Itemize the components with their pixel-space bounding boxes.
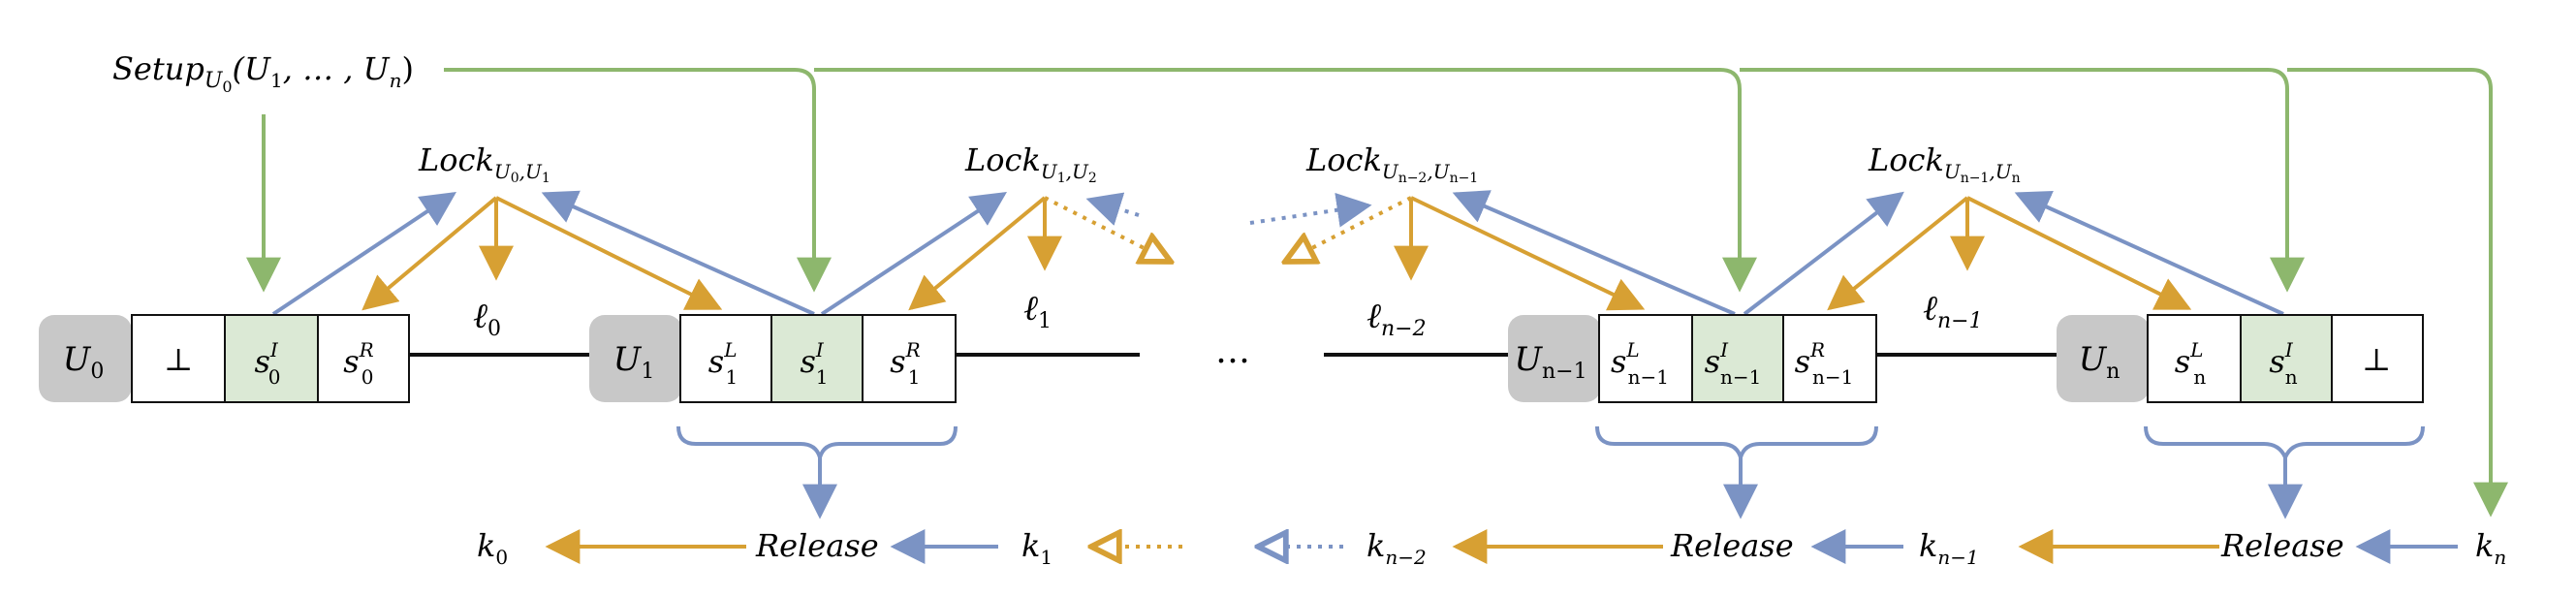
cell-un-1-3 <box>1782 314 1877 403</box>
user-u1-label: U1 <box>613 340 655 384</box>
brace-un-1 <box>1595 425 1878 465</box>
setup-arrows <box>246 68 2508 518</box>
lock-un-2-un-1-label: LockUn−2,Un−1 <box>1305 141 1478 186</box>
release-1-label: Release <box>755 527 879 564</box>
user-un-badge <box>2057 315 2150 402</box>
cell-un-1-1 <box>1598 314 1693 403</box>
lock-input-arrows <box>271 190 2284 316</box>
ell-1-label: ℓ1 <box>1023 289 1052 333</box>
ell-n-1-label: ℓn−1 <box>1923 289 1983 333</box>
lock01-to-s0R-arrow <box>361 196 498 311</box>
s-n-1I-to-lock-n-2-arrow <box>1452 190 1736 316</box>
dotted-into-lock-n-2-arrow <box>1249 192 1372 228</box>
key-k0: k0 <box>477 527 508 569</box>
user-u0-label: U0 <box>63 340 105 384</box>
cell-un-1 <box>2147 314 2242 403</box>
setup-to-snI-arrow <box>1740 68 2305 293</box>
lock-output-arrows <box>361 196 2192 311</box>
user-un-1-label: Un−1 <box>1514 340 1586 384</box>
s1I-to-lock01-arrow <box>541 190 815 316</box>
s-n-1I-to-lock-n-1-arrow <box>1743 191 1904 316</box>
chain-ellipsis: … <box>1215 331 1250 371</box>
setup-to-kn-arrow <box>2287 68 2508 518</box>
lock-un-1-un-label: LockUn−1,Un <box>1868 141 2021 186</box>
setup-to-s-n-1I-arrow <box>814 68 1757 293</box>
key-k-n-1: kn−1 <box>1919 527 1979 569</box>
lock-u0-u1-label: LockU0,U1 <box>418 141 550 186</box>
user-u1-badge <box>589 315 682 402</box>
user-u0-badge <box>39 315 132 402</box>
ell-0-label: ℓ0 <box>473 297 501 341</box>
key-k1: k1 <box>1021 527 1052 569</box>
user-un-label: Un <box>2079 340 2120 384</box>
cell-un-1-2 <box>1691 314 1784 403</box>
cell-u0-3 <box>317 314 410 403</box>
cell-un-3-text: ⊥ <box>2362 341 2391 378</box>
setup-main-line <box>444 68 832 293</box>
cell-u0-1-text: ⊥ <box>164 341 193 378</box>
release-3-label: Release <box>2220 527 2344 564</box>
cell-un-2 <box>2240 314 2333 403</box>
lock-n-2-to-s-n-1L-arrow <box>1410 196 1646 311</box>
key-kn: kn <box>2475 527 2506 569</box>
ell-n-2-label: ℓn−2 <box>1367 297 1427 341</box>
lock-n-1-to-snL-arrow <box>1966 196 2192 310</box>
lock12-to-s1R-arrow <box>908 196 1047 311</box>
braces <box>676 425 2425 519</box>
s0I-to-lock01-arrow <box>271 192 456 316</box>
setup-label: SetupU0(U1, … , Un) <box>112 50 414 96</box>
dotted-to-lock12-arrow <box>1085 192 1140 226</box>
cell-u0-2 <box>224 314 319 403</box>
cell-u1-3 <box>862 314 957 403</box>
cell-un-3 <box>2331 314 2424 403</box>
user-un-1-badge <box>1508 315 1601 402</box>
lock12-dotted-out-arrow <box>1044 196 1171 262</box>
lock-n-1-to-s-n-1R-arrow <box>1827 196 1969 311</box>
key-k-n-2: kn−2 <box>1367 527 1427 569</box>
release-2-label: Release <box>1670 527 1794 564</box>
cell-u1-1 <box>679 314 772 403</box>
lock-n-2-dotted-out-arrow <box>1285 196 1412 262</box>
snI-to-lock-n-1-arrow <box>2014 190 2284 316</box>
cell-u1-2 <box>770 314 864 403</box>
s1I-to-lock12-arrow <box>820 192 1008 316</box>
brace-un <box>2144 425 2425 463</box>
brace-u1 <box>676 425 958 465</box>
lock-u1-u2-label: LockU1,U2 <box>964 141 1097 186</box>
lock01-to-s1L-arrow <box>495 196 723 310</box>
